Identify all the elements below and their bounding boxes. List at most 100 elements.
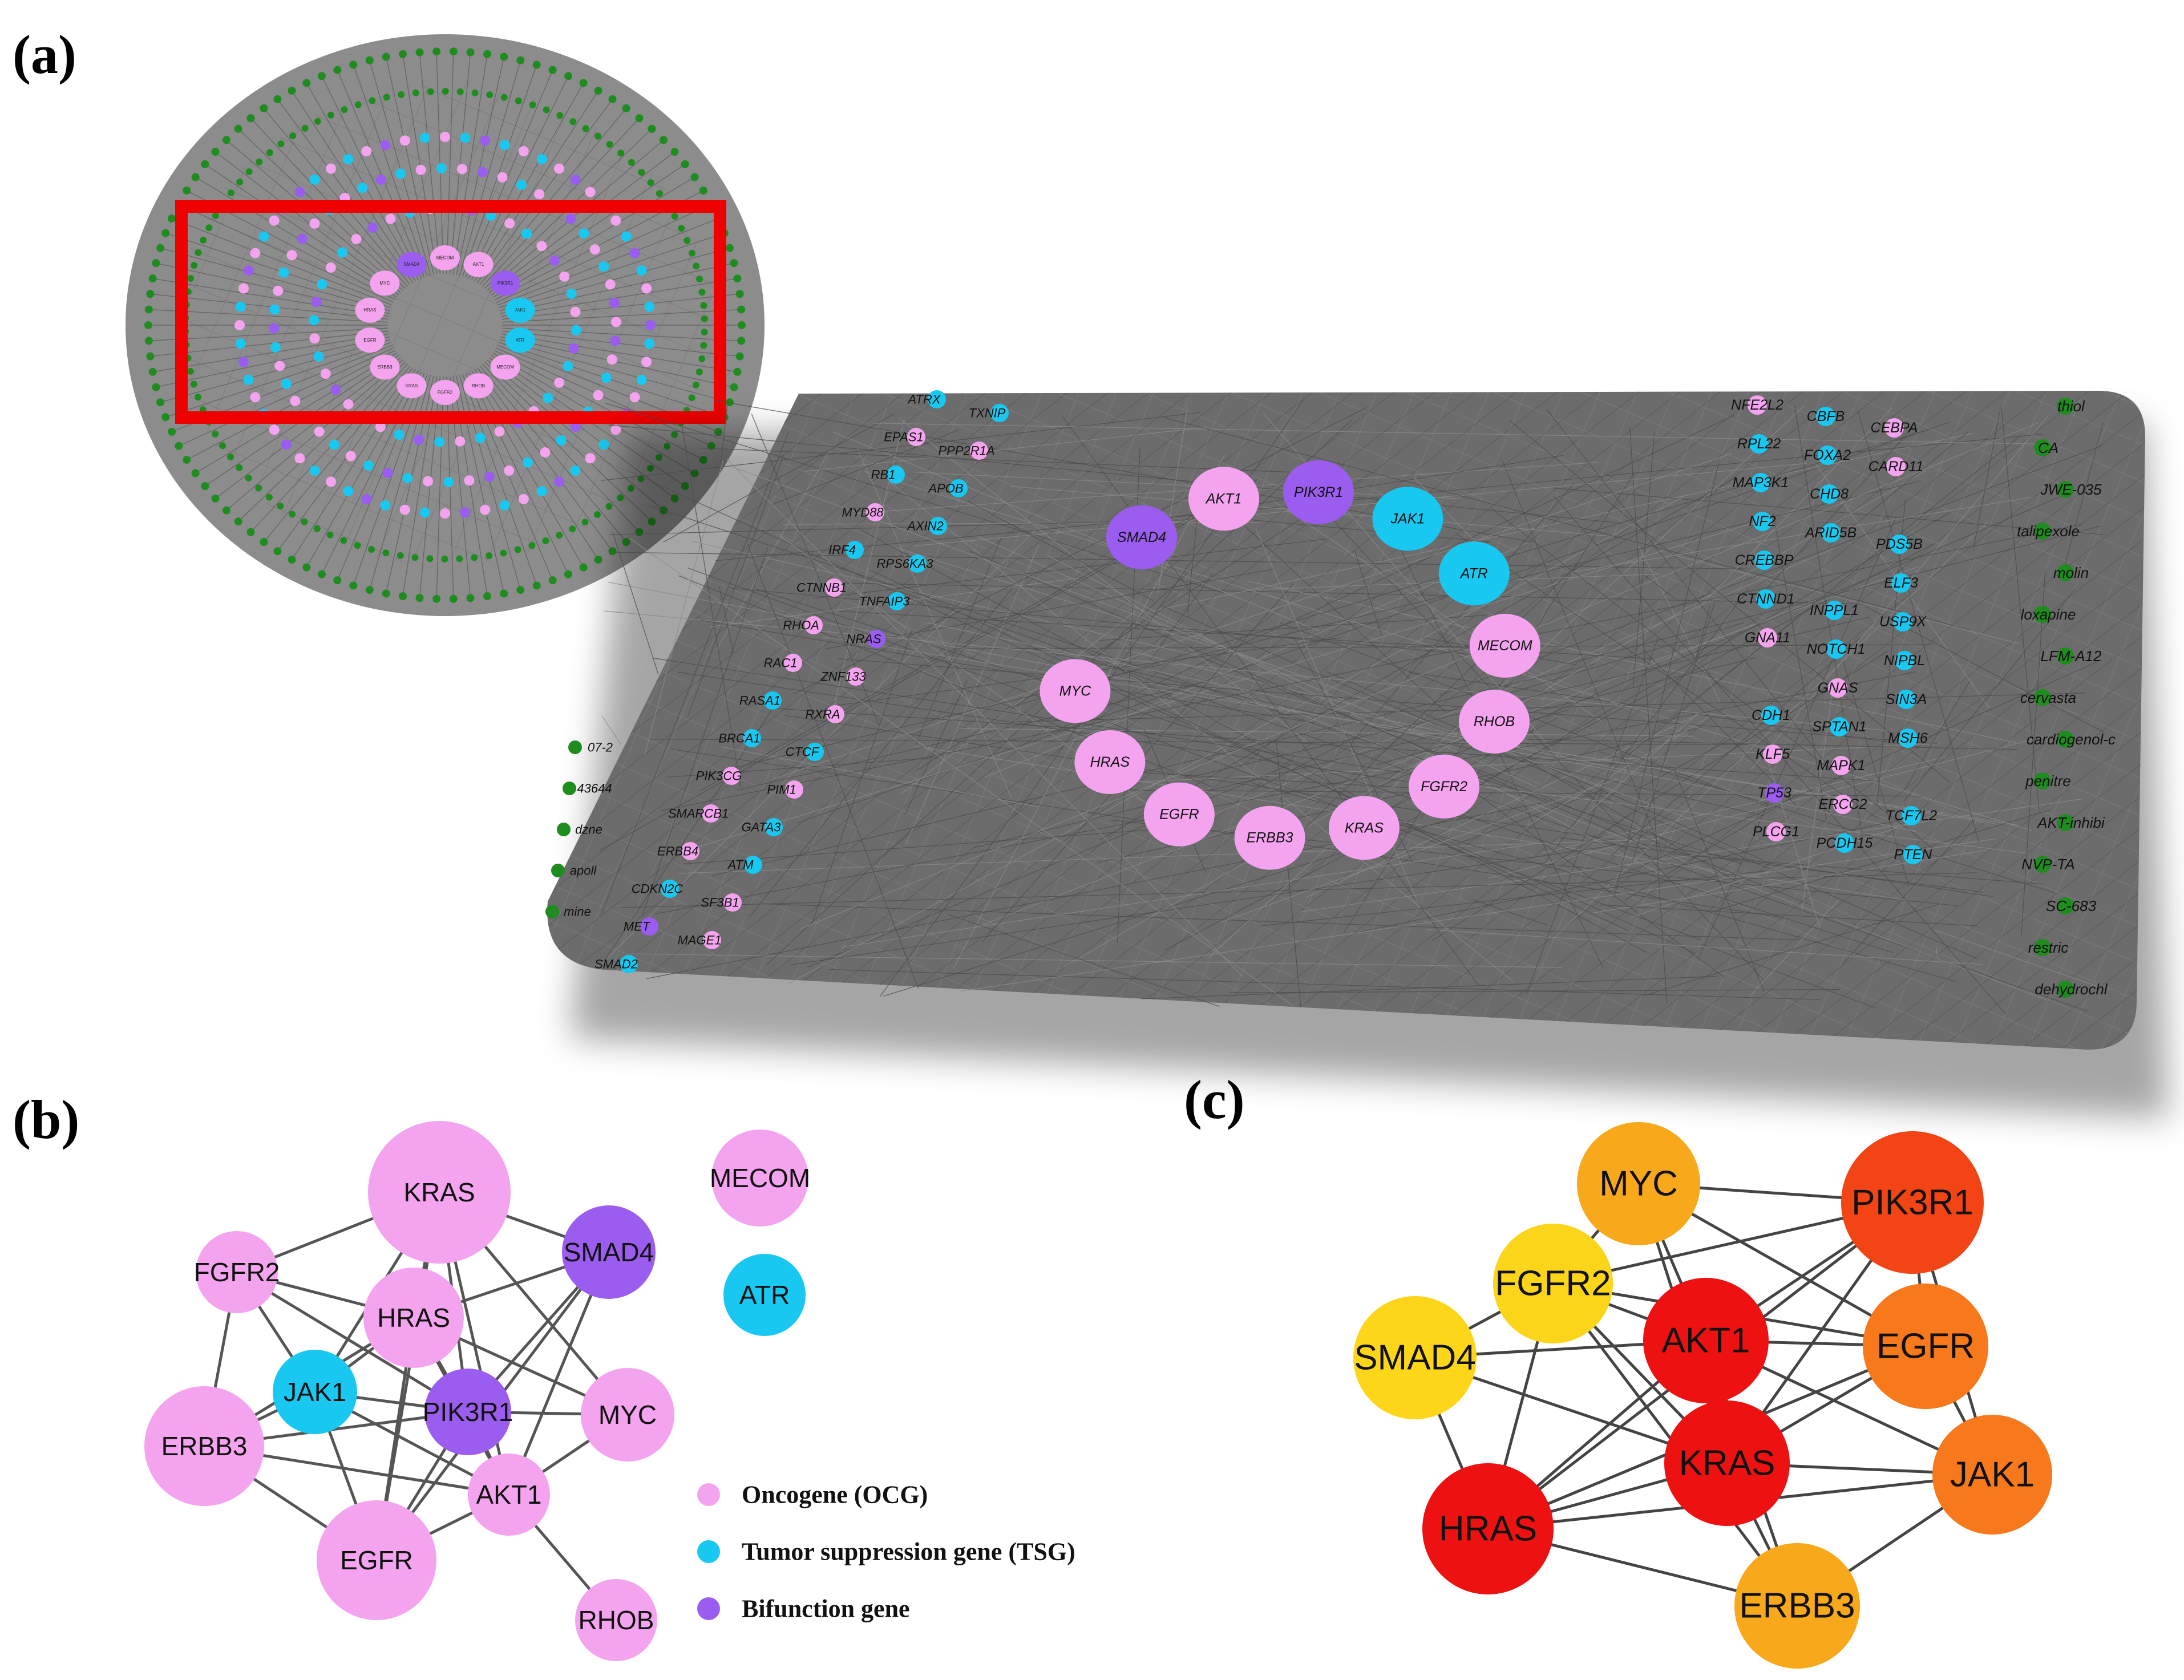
plate-edge (1354, 550, 1382, 636)
plate-right-gene-node (1898, 728, 1918, 748)
panel-label-b: (b) (13, 1089, 79, 1150)
overview-edge (226, 359, 403, 511)
overview-gene-node (325, 163, 336, 174)
plate-edge (641, 546, 769, 918)
overview-drug-node (441, 555, 448, 562)
overview-drug-node (516, 586, 525, 594)
overview-edge (195, 176, 398, 298)
overview-edge (148, 327, 389, 342)
plate-edge (1050, 415, 1735, 734)
plate-edge (2061, 422, 2104, 579)
overview-gene-node (269, 323, 280, 334)
plate-edge (873, 423, 2041, 445)
overview-drug-node (365, 56, 374, 64)
overview-core-node-label: ERBB3 (377, 365, 393, 370)
overview-gene-node (494, 426, 505, 437)
panel-b-node-myc: MYC (581, 1368, 674, 1462)
plate-edge (1220, 778, 1618, 923)
overview-drug-node (191, 469, 200, 477)
plate-edge (1409, 671, 1918, 747)
plate-right-gene-tcf7l2: TCF7L2 (1886, 806, 1937, 825)
plate-core-node-label: MYC (1059, 683, 1092, 699)
overview-gene-node (641, 283, 652, 294)
plate-right-gene-column: NFE2L2CBFBCEBPARPL22FOXA2CARD11MAP3K1CHD… (1731, 395, 1937, 864)
plate-edge (1457, 511, 1952, 799)
plate-left-gene-node (970, 442, 988, 460)
plate-edge (1164, 544, 1933, 951)
overview-gene-node (380, 140, 391, 151)
overview-drug-node (628, 159, 635, 166)
overview-drug-node (735, 352, 744, 361)
plate-edge (772, 453, 1732, 780)
plate-left-gene-nras: NRAS (846, 630, 885, 648)
overview-edge (501, 309, 742, 323)
overview-edge (479, 365, 627, 543)
plate-edge (1697, 407, 1892, 609)
plate-left-gene-node (825, 578, 843, 597)
overview-gene-node (395, 168, 406, 179)
plate-left-gene-label: RXRA (805, 707, 840, 722)
plate-edge (1794, 405, 1863, 836)
overview-gene-node (317, 279, 327, 290)
plate-edge (1555, 488, 2105, 536)
overview-drug-node (277, 503, 284, 510)
plate-left-gene-node (722, 767, 741, 785)
overview-edge (501, 278, 738, 317)
plate-left-gene-label: SF3B1 (701, 896, 739, 910)
plate-right-gene-label: CREBBP (1735, 552, 1794, 568)
overview-gene-node (361, 493, 372, 504)
overview-drug-node (212, 212, 219, 220)
plate-left-gene-mage1: MAGE1 (677, 931, 722, 949)
plate-drug-label: LFM-A12 (2041, 647, 2102, 665)
overview-gene-node (286, 250, 297, 261)
overview-drug-node (273, 95, 282, 103)
panel-c-node-label: JAK1 (1950, 1455, 2035, 1495)
overview-drug-node (168, 427, 176, 436)
plate-edge (880, 808, 1018, 997)
plate-edge (1164, 417, 1970, 630)
plate-edge (1713, 809, 2051, 912)
panel-b-node-circle (144, 1386, 264, 1506)
plate-right-gene-gna11: GNA11 (1745, 628, 1790, 647)
panel-c-node-circle (1734, 1543, 1860, 1669)
panel-c-node-circle (1493, 1224, 1613, 1343)
overview-drug-node (432, 47, 441, 56)
plate-left-gene-rps6ka3: RPS6KA3 (876, 554, 933, 573)
overview-drug-node (412, 89, 419, 96)
overview-edge (160, 248, 391, 311)
plate-core-node-circle (1188, 467, 1259, 531)
plate-core-node-label: KRAS (1345, 820, 1384, 836)
overview-drug-node (195, 394, 202, 401)
overview-edge (215, 357, 402, 499)
plate-right-gene-gnas: GNAS (1818, 678, 1858, 698)
plate-right-gene-cebpa: CEBPA (1871, 418, 1918, 438)
overview-gene-node (486, 210, 496, 221)
overview-drug-node (187, 274, 195, 282)
overview-drug-node (449, 47, 458, 56)
overview-gene-node (243, 265, 254, 276)
plate-left-gene-label: NRAS (846, 632, 881, 646)
overview-core-node-label: EGFR (363, 338, 376, 343)
overview-drug-node (234, 517, 242, 526)
overview-gene-node (269, 304, 280, 315)
overview-gene-node (329, 439, 339, 450)
overview-drug-node (246, 528, 255, 536)
plate-drug-label: cervasta (2020, 689, 2076, 706)
plate-left-gene-label: PIK3CG (696, 769, 742, 783)
overview-drug-node (354, 541, 361, 549)
overview-drug-node (382, 549, 390, 557)
overview-edge (337, 70, 425, 278)
plate-left-gene-node (723, 893, 742, 912)
plate-edge (856, 447, 1012, 798)
plate-edge (1236, 517, 1447, 713)
plate-edge (749, 586, 1014, 917)
overview-core-node-mecom: MECOM (430, 245, 460, 270)
overview-gene-node (504, 465, 515, 476)
plate-left-gene-ctcf: CTCF (786, 743, 824, 761)
overview-edge (497, 218, 719, 306)
panel-c-node-circle (1841, 1131, 1984, 1274)
plate-edge (904, 680, 968, 816)
plate-edge (927, 622, 1916, 832)
plate-edge (975, 594, 1829, 928)
plate-right-gene-msh6: MSH6 (1888, 728, 1928, 748)
